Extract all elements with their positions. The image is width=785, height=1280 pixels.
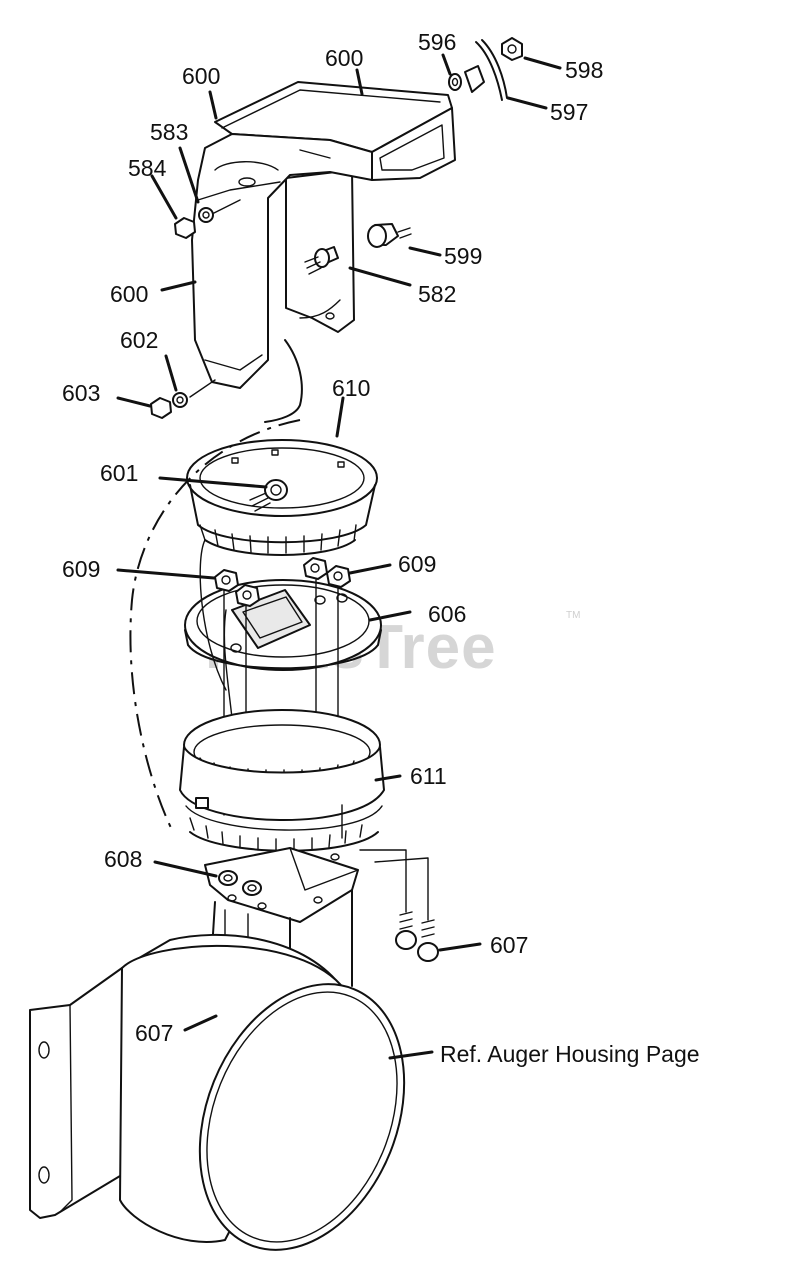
centerline [129, 419, 301, 831]
reference-note: Ref. Auger Housing Page [440, 1041, 700, 1067]
bolt-601 [249, 479, 288, 512]
label-610: 610 [332, 375, 370, 401]
label-601: 601 [100, 460, 138, 486]
label-607-right: 607 [490, 932, 528, 958]
part-labels: 600 600 596 598 597 583 584 599 582 600 … [62, 29, 700, 1067]
label-611: 611 [410, 763, 447, 789]
label-607-left: 607 [135, 1020, 173, 1046]
label-596: 596 [418, 29, 456, 55]
gear-plate-606 [184, 579, 382, 671]
leader-lines [116, 53, 562, 1060]
label-600-left: 600 [110, 281, 148, 307]
label-609-right: 609 [398, 551, 436, 577]
label-603: 603 [62, 380, 100, 406]
label-608: 608 [104, 846, 142, 872]
chute-side-hardware [150, 199, 241, 419]
label-609-left: 609 [62, 556, 100, 582]
label-582: 582 [418, 281, 456, 307]
watermark-trademark: TM [566, 610, 580, 621]
label-583: 583 [150, 119, 188, 145]
chute-ring-610 [186, 439, 378, 556]
deflector-hardware [304, 37, 523, 275]
label-600-top-left: 600 [182, 63, 220, 89]
label-599: 599 [444, 243, 482, 269]
screws-607-right [359, 849, 439, 962]
gear-ring-611 [179, 709, 385, 852]
auger-housing-reference [29, 933, 406, 1251]
label-584: 584 [128, 155, 167, 181]
label-602: 602 [120, 327, 158, 353]
label-600-top: 600 [325, 45, 363, 71]
label-598: 598 [565, 57, 603, 83]
label-597: 597 [550, 99, 588, 125]
label-606: 606 [428, 601, 466, 627]
nuts-609 [214, 557, 351, 607]
